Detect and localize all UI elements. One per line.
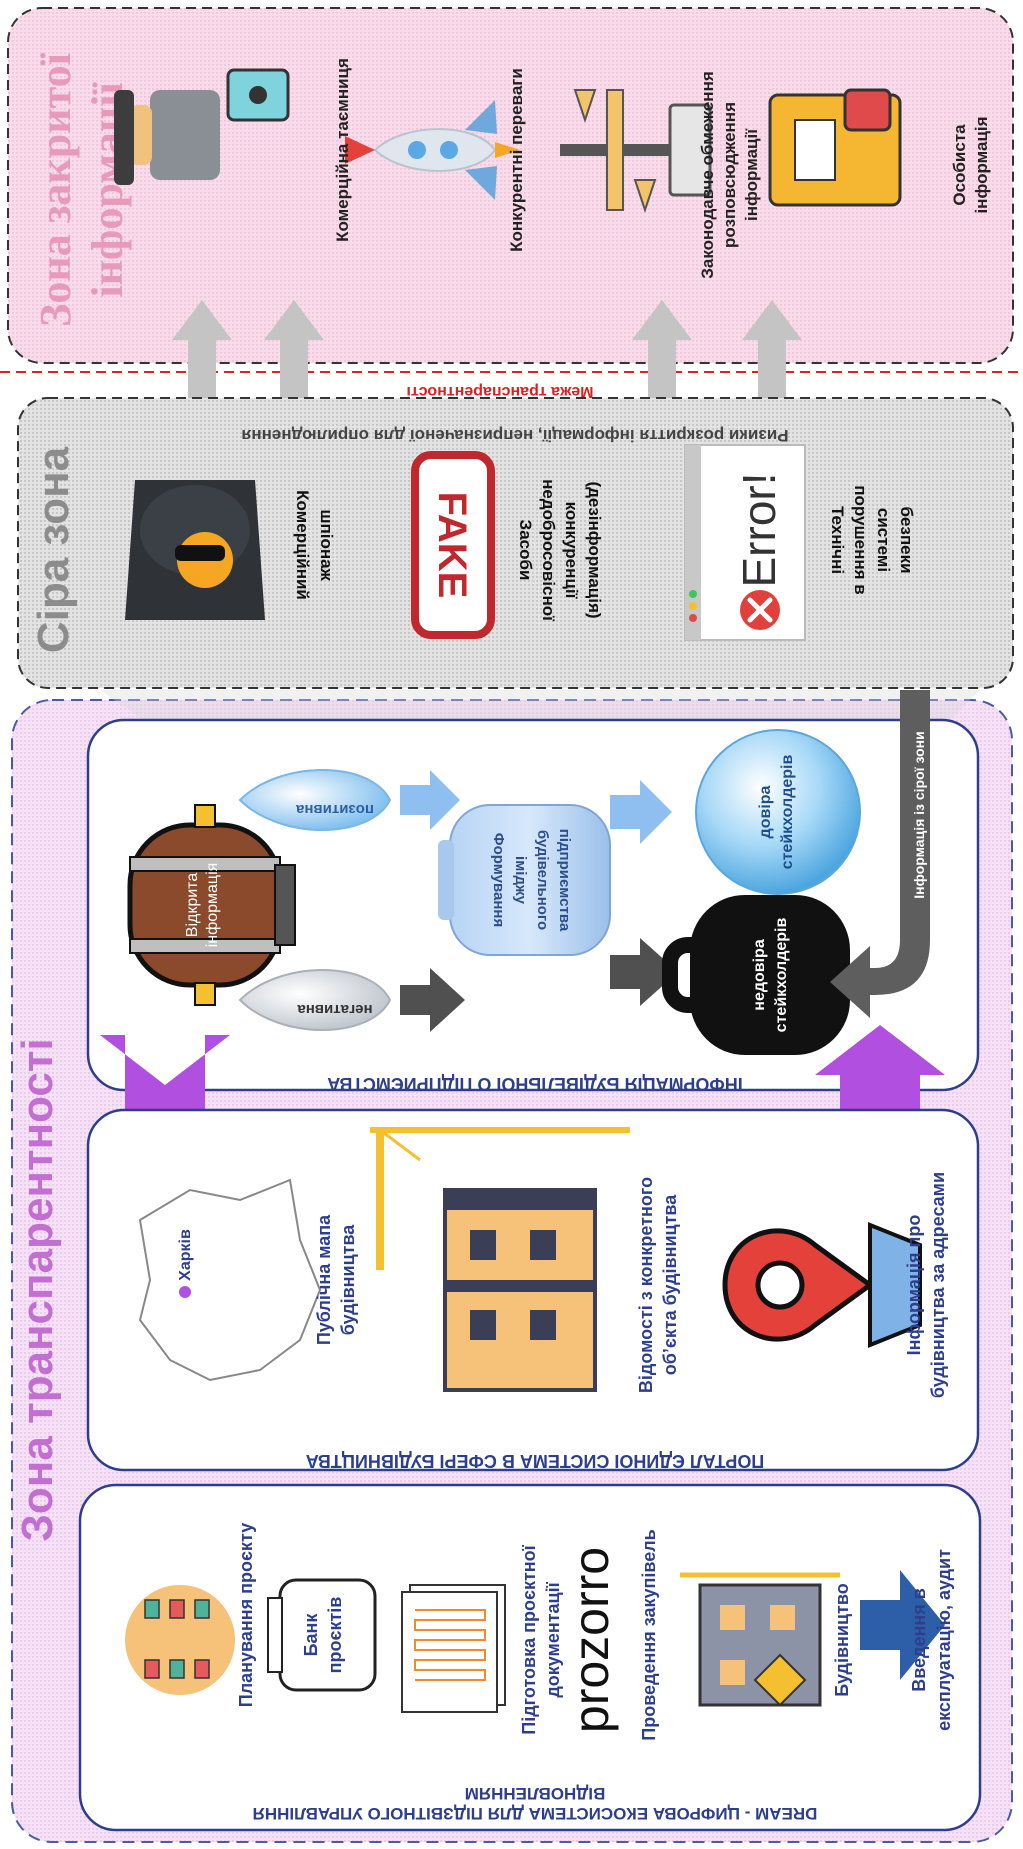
docs-label-2: документації <box>543 1581 563 1697</box>
unfair-label-2: недобросовісної <box>539 479 558 622</box>
procurement-label: Проведення закупівель <box>639 1529 659 1740</box>
docs-label-1: Підготовка проєктної <box>519 1544 539 1734</box>
grey-info-label: Інформація із сірої зони <box>911 731 927 898</box>
city-label: Харків <box>177 1229 194 1281</box>
closed-item-label-4a: Особиста <box>950 124 969 206</box>
closed-zone-title-line1: Зона закритої <box>31 52 80 326</box>
jar-label-1: Формування <box>490 833 507 927</box>
spy-label-2: шпіонаж <box>317 509 336 581</box>
grey-info-arrow-icon <box>830 690 930 1018</box>
trade-secret-icon <box>114 68 290 185</box>
commission-label-2: експлуатацію, аудит <box>934 1549 954 1731</box>
closed-item-label-3a: Законодавче обмеження <box>698 71 717 279</box>
bank-label-1: Банк <box>301 1613 321 1657</box>
commission-label-1: Введення в <box>909 1588 929 1692</box>
positive-arrow-icon <box>400 770 460 830</box>
bank-label-2: проєктів <box>325 1597 345 1674</box>
planning-label: Планування проєкту <box>236 1523 256 1707</box>
rocket-icon <box>345 100 520 200</box>
barrel-label-1: Відкрита <box>184 873 201 938</box>
trust-bubble-icon: довіра стейкхолдерів <box>695 729 861 895</box>
portal-panel-title: ПОРТАЛ ЄДИНОЇ СИСТЕМА В СФЕРІ БУДІВНИЦТВ… <box>306 1451 765 1471</box>
barrel-label-2: інформація <box>204 863 221 948</box>
unfair-label-3: конкуренції <box>562 502 581 600</box>
grey-zone: Сіра зона Ризики розкриття інформації, н… <box>17 397 1014 689</box>
fake-stamp-icon: FAKE <box>411 451 495 639</box>
distrust-label-2: стейкхолдерів <box>773 918 790 1033</box>
trust-label-2: стейкхолдерів <box>779 755 796 870</box>
closed-item-label-1: Комерційна таємниця <box>333 58 352 242</box>
barrel-icon: Відкрита інформація <box>127 804 296 1006</box>
grey-zone-risk-caption: Ризики розкриття інформації, непризначен… <box>241 426 788 445</box>
tech-label-4: безпеки <box>897 506 916 573</box>
negative-label: негативна <box>297 1001 373 1018</box>
construction-icon <box>680 1572 840 1707</box>
transparency-zone-title: Зона транспарентності <box>13 1038 62 1541</box>
boundary-arrows <box>172 300 802 410</box>
image-jar-icon: Формування іміджу будівельного підприємс… <box>438 804 611 956</box>
prozorro-logo: prozorro <box>563 1547 619 1733</box>
closed-item-label-3c: інформації <box>742 128 761 221</box>
jar-label-2: іміджу <box>512 856 529 905</box>
map-label-1: Публічна мапа <box>314 1214 334 1345</box>
positive-drop-icon: позитивна <box>238 769 392 831</box>
jar-label-4: підприємства <box>556 829 573 932</box>
tech-label-1: Технічні <box>828 506 847 574</box>
dream-title-line2: ВІДНОВЛЕННЯМ <box>465 1784 606 1803</box>
documents-icon <box>401 1584 506 1713</box>
negative-drop-icon: негативна <box>238 969 392 1031</box>
project-bank-box: Банк проєктів <box>267 1578 377 1692</box>
kharkiv-map-icon <box>138 1178 322 1382</box>
enterprise-panel-title: ІНФОРМАЦІЯ БУДІВЕЛЬНОГО ПІДПРИЄМСТВА <box>327 1074 742 1094</box>
error-window-icon: Error! <box>684 444 806 641</box>
map-label-2: будівництва <box>338 1224 358 1336</box>
location-pin-icon <box>722 1222 922 1348</box>
construction-label: Будівництво <box>832 1583 852 1696</box>
boundary-caption: Межа транспарентності <box>406 383 593 400</box>
jar-label-3: будівельного <box>534 830 551 930</box>
closed-item-label-4b: інформація <box>972 116 991 213</box>
closed-item-label-2: Конкурентні переваги <box>507 68 526 252</box>
unfair-label-4: (дезінформація) <box>585 481 604 618</box>
portal-panel: ПОРТАЛ ЄДИНОЇ СИСТЕМА В СФЕРІ БУДІВНИЦТВ… <box>86 1108 980 1472</box>
distrust-label-1: недовіра <box>751 939 768 1011</box>
building-site-icon <box>370 1127 630 1392</box>
planning-icon <box>125 1585 235 1695</box>
fake-stamp-text: FAKE <box>430 492 474 599</box>
negative-arrow-icon <box>400 968 465 1032</box>
error-text: Error! <box>733 473 785 588</box>
tech-label-3: системі <box>874 508 893 572</box>
positive-label: позитивна <box>295 801 374 818</box>
spy-icon <box>125 480 265 620</box>
address-label-1: Інформація про <box>904 1215 924 1356</box>
trust-label-1: довіра <box>757 785 774 838</box>
grey-zone-title: Сіра зона <box>29 446 78 653</box>
distrust-arrow-icon <box>610 938 678 1006</box>
city-marker-icon <box>179 1286 191 1298</box>
spy-label-1: Комерційний <box>293 490 312 600</box>
law-scales-icon <box>560 89 712 214</box>
closed-info-zone: Зона закритої інформації <box>7 7 1014 364</box>
closed-item-label-3b: розповсюдження <box>720 102 739 248</box>
personal-info-folder-icon <box>768 88 902 207</box>
address-label-2: будівництва за адресами <box>928 1172 948 1398</box>
object-label-1: Відомості з конкретного <box>636 1177 656 1393</box>
unfair-label-1: Засоби <box>516 520 535 581</box>
dream-panel: DREAM - ЦИФРОВА ЕКОСИСТЕМА ДЛЯ ПІДЗВІТНО… <box>78 1483 982 1832</box>
dream-title-line1: DREAM - ЦИФРОВА ЕКОСИСТЕМА ДЛЯ ПІДЗВІТНО… <box>253 1804 818 1823</box>
object-label-2: об’єкта будівництва <box>660 1194 680 1375</box>
trust-arrow-icon <box>610 780 672 844</box>
commission-arrow-icon <box>860 1570 945 1680</box>
distrust-weight-icon: недовіра стейкхолдерів <box>662 895 850 1055</box>
tech-label-2: порушення в <box>851 485 870 595</box>
enterprise-info-panel: ІНФОРМАЦІЯ БУДІВЕЛЬНОГО ПІДПРИЄМСТВА Від… <box>86 690 980 1094</box>
